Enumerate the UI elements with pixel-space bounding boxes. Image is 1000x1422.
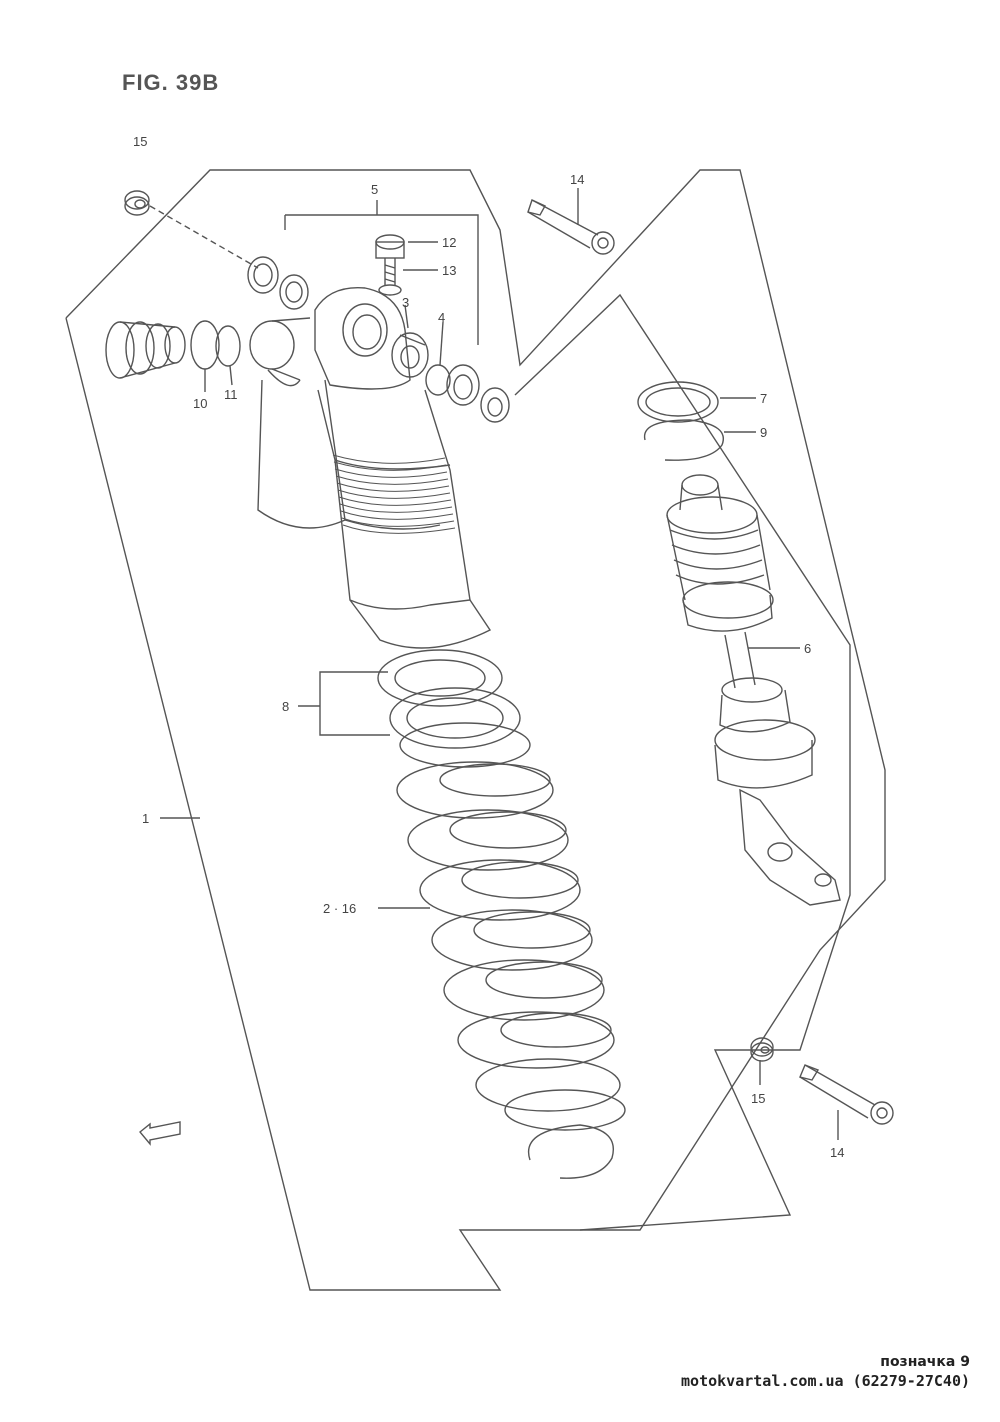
front-arrow-icon	[139, 1121, 181, 1146]
spring-seat	[504, 1089, 626, 1131]
lock-ring-8a	[377, 649, 503, 707]
callout-14-bottom: 14	[830, 1145, 844, 1160]
footer-source: motokvartal.com.ua (62279-27C40)	[681, 1372, 970, 1390]
oring-10	[190, 320, 220, 370]
dust-seal	[446, 364, 480, 406]
shock-body	[317, 389, 492, 649]
bushing-3	[391, 332, 429, 378]
ring-7	[637, 381, 719, 423]
bolt-12	[375, 234, 405, 285]
bolt-14-bottom	[799, 1064, 894, 1125]
bracket-8	[319, 671, 390, 736]
oring-4	[425, 364, 451, 396]
callout-1: 1	[142, 811, 149, 826]
washer-13	[378, 284, 402, 296]
callout-14-top: 14	[570, 172, 584, 187]
reservoir-cap	[105, 321, 186, 379]
damper-rod-assembly	[666, 474, 841, 906]
seal-top-left	[247, 256, 279, 294]
callout-15-top: 15	[133, 134, 147, 149]
bracket-5	[285, 214, 479, 345]
coil-spring	[396, 722, 621, 1112]
callout-2-16: 2 · 16	[323, 901, 356, 916]
bushing-top	[279, 274, 309, 310]
callout-8: 8	[282, 699, 289, 714]
body-threads	[332, 454, 456, 534]
callout-3: 3	[402, 295, 409, 310]
reservoir-cylinder	[249, 317, 346, 529]
assembly-bracket-outer	[65, 169, 886, 1291]
nut-15-top	[124, 190, 150, 216]
callout-9: 9	[760, 425, 767, 440]
ring-9	[643, 419, 724, 461]
assembly-bracket-inner	[514, 293, 851, 1231]
footer-mark: позначка 9	[880, 1354, 970, 1370]
collar-top	[480, 387, 510, 423]
callout-15-bottom: 15	[751, 1091, 765, 1106]
oring-11	[215, 325, 241, 367]
lock-ring-8b	[389, 687, 521, 749]
callout-6: 6	[804, 641, 811, 656]
callout-4: 4	[438, 310, 445, 325]
callout-10: 10	[193, 396, 207, 411]
figure-title: FIG. 39B	[122, 70, 219, 95]
bolt-14-top	[527, 199, 615, 255]
callout-13: 13	[442, 263, 456, 278]
circlip	[528, 1124, 614, 1179]
shock-top-eye	[314, 286, 411, 390]
nut-15-bottom	[750, 1037, 774, 1062]
callout-12: 12	[442, 235, 456, 250]
callout-5: 5	[371, 182, 378, 197]
callout-7: 7	[760, 391, 767, 406]
callout-11: 11	[224, 387, 238, 402]
